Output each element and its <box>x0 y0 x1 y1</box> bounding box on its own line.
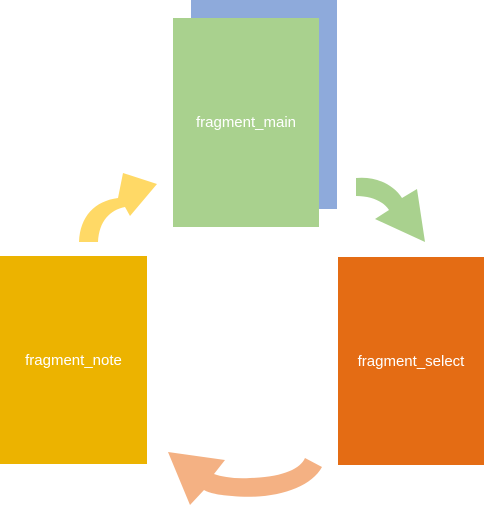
fragment-note-label: fragment_note <box>25 351 122 369</box>
fragment-main-box: fragment_main <box>173 18 319 227</box>
arrow-select-to-note <box>168 452 322 505</box>
arrow-main-to-select <box>356 177 425 242</box>
fragment-main-label: fragment_main <box>195 114 297 131</box>
arrow-note-to-main <box>79 173 157 242</box>
fragment-select-label: fragment_select <box>357 352 465 370</box>
fragment-note-box: fragment_note <box>0 256 147 464</box>
fragment-select-box: fragment_select <box>338 257 484 465</box>
